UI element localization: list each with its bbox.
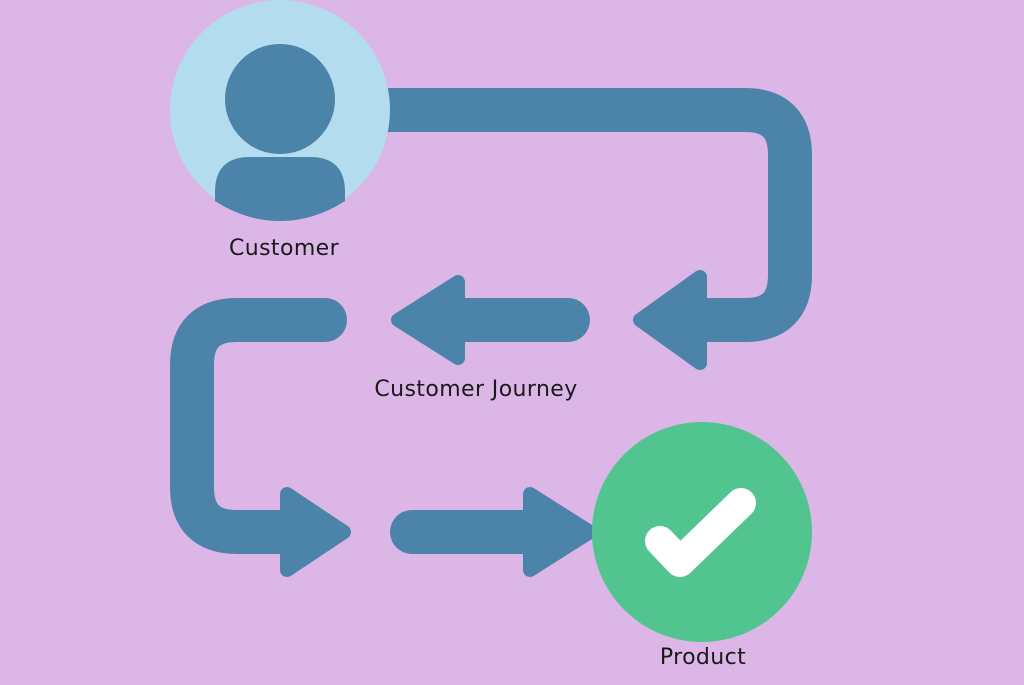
flow-path-left-loop [170,298,347,554]
arrowhead-right-1 [280,487,351,577]
arrowhead-right-2 [523,487,597,577]
customer-label: Customer [228,236,340,261]
flow-path-top-loop [330,88,812,342]
customer-node [170,0,390,221]
checkmark-icon [645,488,756,577]
product-node [592,422,812,642]
arrowhead-left-1 [633,270,707,370]
person-icon [215,44,345,221]
arrowhead-left-2 [391,275,465,365]
customer-journey-label: Customer Journey [374,377,578,402]
product-label: Product [659,645,747,670]
